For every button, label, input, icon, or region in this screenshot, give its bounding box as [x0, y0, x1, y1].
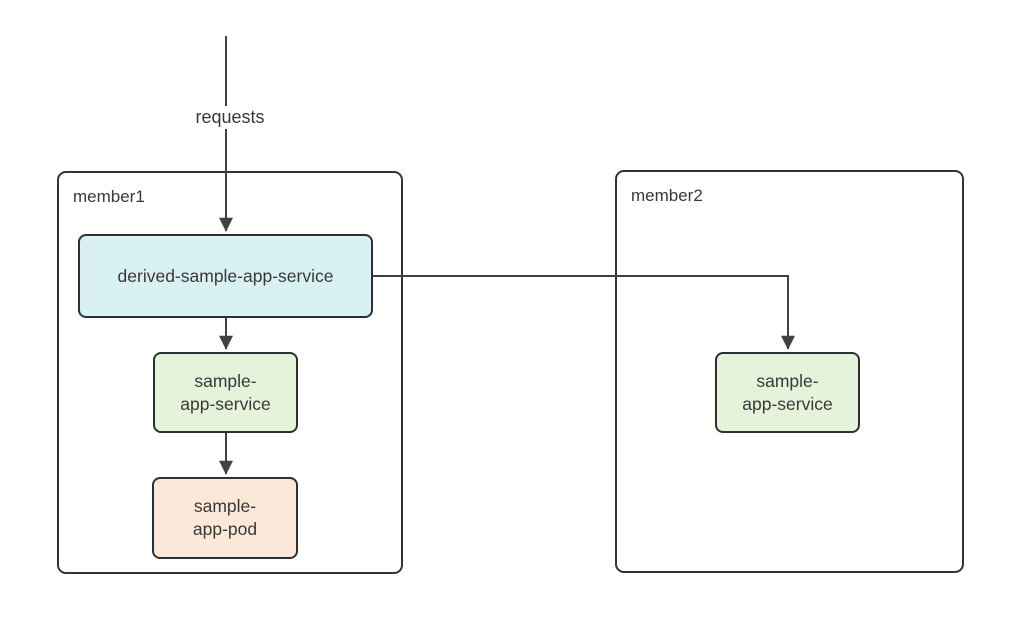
node-sample-app-service-member2: sample- app-service	[715, 352, 860, 433]
node-derived-sample-app-service: derived-sample-app-service	[78, 234, 373, 318]
node-sample-app-pod-label: sample- app-pod	[192, 496, 258, 539]
node-sample-app-service-member2-label: sample- app-service	[742, 370, 833, 414]
requests-edge-label: requests	[190, 106, 270, 129]
container-member1-label: member1	[73, 187, 145, 206]
node-derived-sample-app-service-label: derived-sample-app-service	[117, 265, 334, 286]
node-sample-app-service-member1: sample- app-service	[153, 352, 298, 433]
node-sample-app-service-member1-label: sample- app-service	[180, 370, 271, 414]
container-member2: member2	[615, 170, 964, 573]
container-member2-label: member2	[631, 186, 703, 205]
node-sample-app-pod: sample- app-pod	[152, 477, 298, 559]
